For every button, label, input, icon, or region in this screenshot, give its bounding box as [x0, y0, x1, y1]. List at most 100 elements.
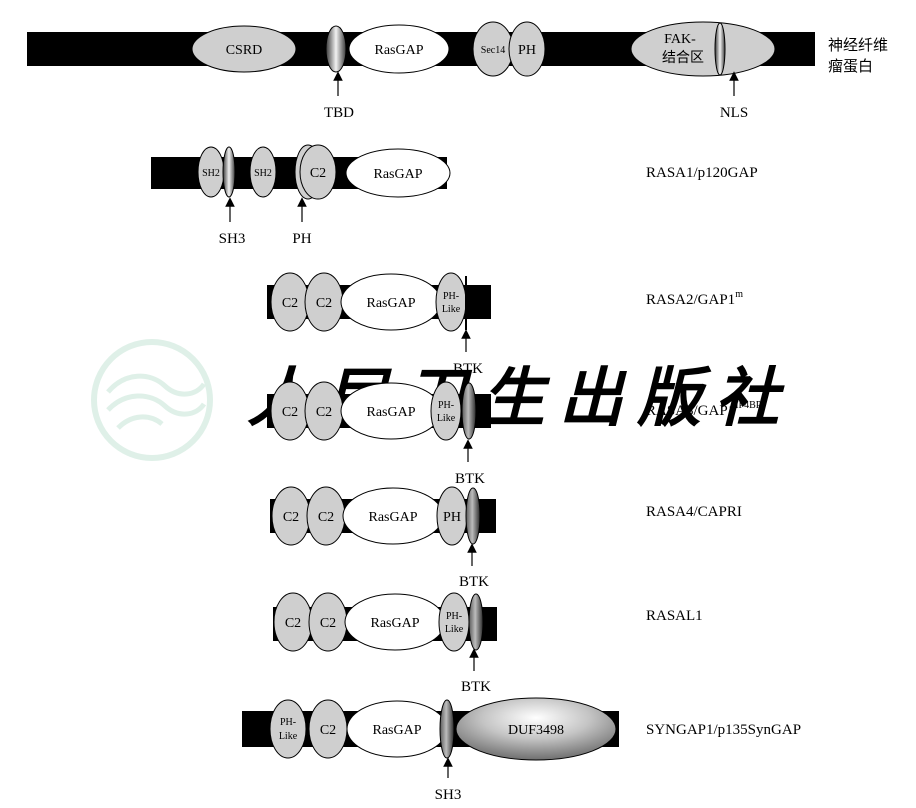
svg-text:PH-: PH- — [438, 400, 454, 411]
arrow-nls: NLS — [720, 71, 748, 121]
domain-ph-like: PH- Like — [269, 699, 307, 759]
protein-name: RASA4/CAPRI — [646, 504, 742, 520]
domain-btk — [461, 382, 477, 440]
domain-rasgap: RasGAP — [348, 24, 450, 74]
protein-name-line2: 瘤蛋白 — [828, 58, 873, 75]
svg-text:RasGAP: RasGAP — [372, 723, 421, 738]
svg-text:C2: C2 — [316, 405, 332, 420]
protein-name: RASAL1 — [646, 608, 703, 624]
arrow-tbd: TBD — [324, 71, 354, 121]
svg-text:Like: Like — [279, 731, 298, 742]
svg-text:BTK: BTK — [455, 471, 485, 487]
domain-rasgap: RasGAP — [345, 148, 451, 198]
arrow-ph: PH — [292, 197, 312, 247]
domain-rasgap: RasGAP — [340, 273, 442, 331]
svg-text:RasGAP: RasGAP — [373, 167, 422, 182]
arrow-btk: BTK — [461, 648, 491, 695]
domain-c2-second: C2 — [304, 381, 344, 441]
svg-text:TBD: TBD — [324, 105, 354, 121]
domain-c2: C2 — [308, 699, 348, 759]
domain-ph: PH — [436, 486, 468, 546]
domain-c2: C2 — [270, 272, 310, 332]
arrow-btk: BTK — [455, 439, 485, 487]
svg-text:RasGAP: RasGAP — [374, 43, 423, 58]
domain-sh3 — [439, 699, 455, 759]
svg-text:结合区: 结合区 — [662, 50, 704, 66]
row-rasa3: C2 C2 RasGAP PH- Like BTK RASA3/GAP1IP4B… — [267, 381, 762, 487]
domain-sh2: SH2 — [197, 146, 225, 198]
domain-rasgap: RasGAP — [342, 487, 444, 545]
svg-text:RasGAP: RasGAP — [368, 510, 417, 525]
domain-btk — [465, 487, 481, 545]
domain-c2: C2 — [270, 381, 310, 441]
domain-sec14: Sec14 — [472, 21, 514, 77]
arrow-btk: BTK — [459, 543, 489, 590]
domain-sh3 — [222, 146, 236, 198]
protein-name: RASA3/GAP1IP4BP — [646, 400, 762, 419]
svg-text:C2: C2 — [310, 166, 326, 181]
protein-name: RASA1/p120GAP — [646, 165, 758, 181]
svg-text:SH3: SH3 — [219, 231, 246, 247]
domain-ph-like: PH- Like — [438, 592, 470, 652]
svg-text:PH: PH — [518, 43, 536, 58]
svg-text:Like: Like — [445, 624, 464, 635]
publisher-logo-icon — [91, 339, 213, 461]
domain-duf3498: DUF3498 — [455, 697, 617, 761]
svg-text:BTK: BTK — [461, 679, 491, 695]
arrow-btk: BTK — [453, 329, 483, 377]
svg-text:C2: C2 — [320, 616, 336, 631]
domain-btk — [468, 593, 484, 651]
svg-text:SH3: SH3 — [435, 787, 462, 803]
domain-c2-second: C2 — [304, 272, 344, 332]
domain-c2: C2 — [271, 486, 311, 546]
domain-sh2-second: SH2 — [249, 146, 277, 198]
protein-name: SYNGAP1/p135SynGAP — [646, 722, 801, 738]
svg-text:C2: C2 — [283, 510, 299, 525]
domain-rasgap: RasGAP — [346, 700, 448, 758]
svg-text:C2: C2 — [320, 723, 336, 738]
svg-text:C2: C2 — [285, 616, 301, 631]
svg-text:BTK: BTK — [453, 361, 483, 377]
svg-text:CSRD: CSRD — [226, 43, 263, 58]
svg-text:PH-: PH- — [446, 611, 462, 622]
svg-text:SH2: SH2 — [202, 168, 220, 179]
svg-text:RasGAP: RasGAP — [370, 616, 419, 631]
protein-name: 神经纤维 — [828, 37, 888, 54]
domain-rasgap: RasGAP — [340, 382, 442, 440]
domain-tbd — [325, 25, 347, 73]
svg-text:PH: PH — [292, 231, 311, 247]
domain-ph-like: PH- Like — [435, 272, 467, 332]
svg-text:RasGAP: RasGAP — [366, 296, 415, 311]
row-nf1: CSRD RasGAP Sec14 PH FAK- 结合区 TBD — [27, 21, 888, 121]
svg-text:SH2: SH2 — [254, 168, 272, 179]
domain-c2: C2 — [299, 144, 337, 200]
domain-ph-like: PH- Like — [430, 381, 462, 441]
svg-text:Like: Like — [437, 413, 456, 424]
domain-c2-second: C2 — [308, 592, 348, 652]
svg-text:DUF3498: DUF3498 — [508, 723, 564, 738]
svg-text:NLS: NLS — [720, 105, 748, 121]
row-rasa2: C2 C2 RasGAP PH- Like BTK RASA2/GAP1m — [267, 272, 743, 377]
svg-text:C2: C2 — [316, 296, 332, 311]
svg-text:PH-: PH- — [443, 291, 459, 302]
row-syngap1: PH- Like C2 RasGAP DUF3498 SH3 SYNGAP1/p… — [242, 697, 801, 803]
svg-text:C2: C2 — [282, 296, 298, 311]
svg-text:Sec14: Sec14 — [481, 45, 505, 56]
svg-text:C2: C2 — [282, 405, 298, 420]
svg-text:Like: Like — [442, 304, 461, 315]
svg-text:RasGAP: RasGAP — [366, 405, 415, 420]
row-rasa4: C2 C2 RasGAP PH BTK RASA4/CAPRI — [270, 486, 742, 590]
row-rasal1: C2 C2 RasGAP PH- Like BTK RASAL1 — [273, 592, 703, 695]
domain-ph: PH — [508, 21, 546, 77]
domain-c2-second: C2 — [306, 486, 346, 546]
domain-c2: C2 — [273, 592, 313, 652]
svg-text:FAK-: FAK- — [664, 32, 696, 47]
row-rasa1: SH2 SH2 C2 RasGAP SH3 PH RASA1/p120GAP — [151, 144, 758, 247]
domain-csrd: CSRD — [191, 25, 297, 73]
svg-text:C2: C2 — [318, 510, 334, 525]
svg-text:PH-: PH- — [280, 717, 296, 728]
domain-rasgap: RasGAP — [344, 593, 446, 651]
arrow-sh3: SH3 — [219, 197, 246, 247]
protein-name: RASA2/GAP1m — [646, 289, 743, 308]
